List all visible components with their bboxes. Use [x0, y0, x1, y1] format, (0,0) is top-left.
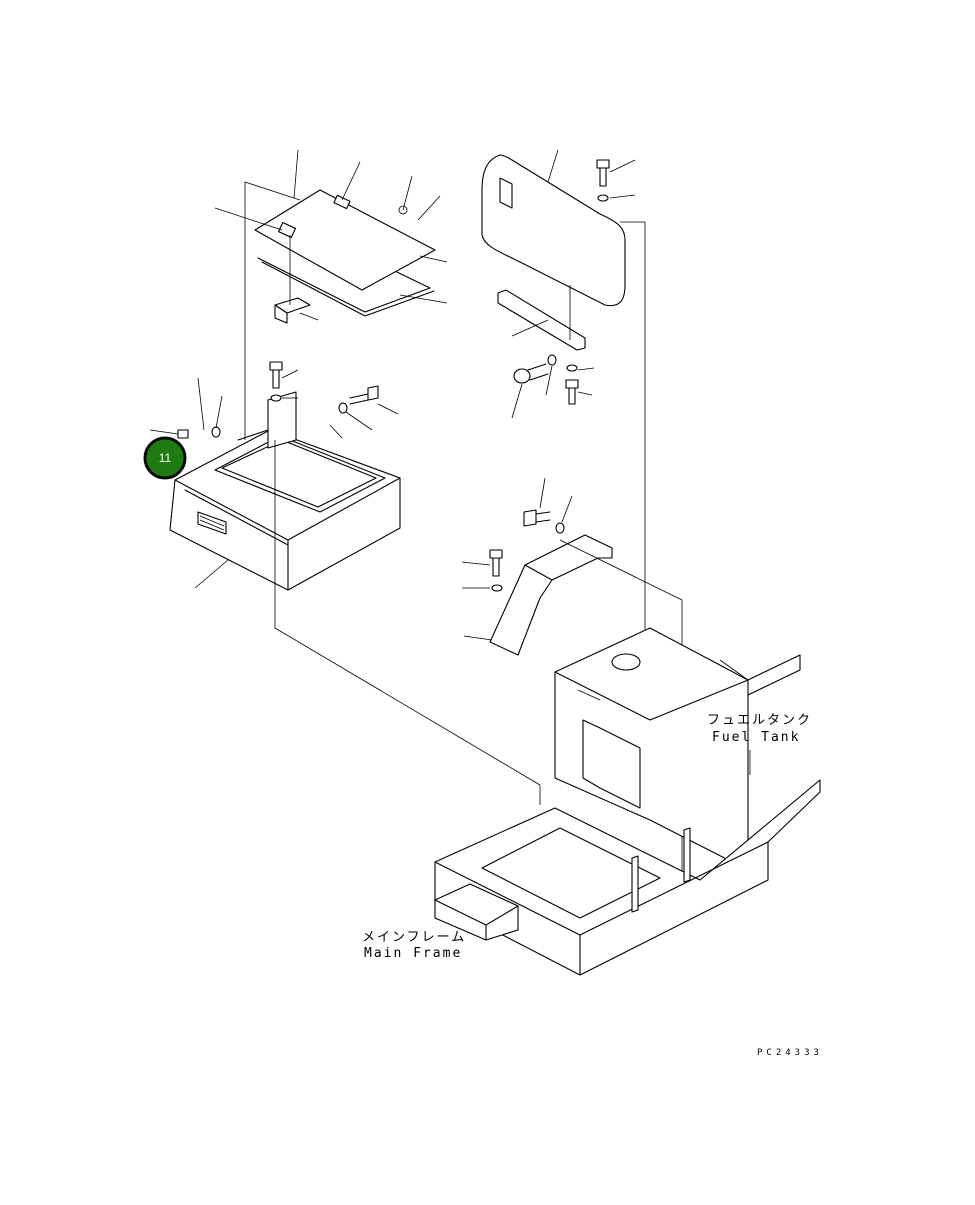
fuel-tank-label-jp: フュエルタンク [707, 713, 812, 728]
storage-box [149, 361, 541, 786]
main-frame-label-jp: メインフレーム [362, 930, 466, 945]
main-frame-label: メインフレーム Main Frame [362, 930, 466, 961]
main-frame-label-en: Main Frame [364, 946, 462, 961]
callout-circle[interactable] [143, 436, 187, 480]
callout-number[interactable]: 11 [159, 451, 172, 465]
side-cover-assembly [481, 149, 646, 730]
drawing-code: PC24333 [757, 1048, 823, 1058]
fuel-tank-label: フュエルタンク Fuel Tank [707, 713, 812, 745]
callout-11[interactable]: 11 [143, 436, 187, 480]
cover-plate-assembly [214, 149, 448, 440]
fuel-tank-label-en: Fuel Tank [712, 730, 800, 745]
main-frame [434, 779, 821, 976]
